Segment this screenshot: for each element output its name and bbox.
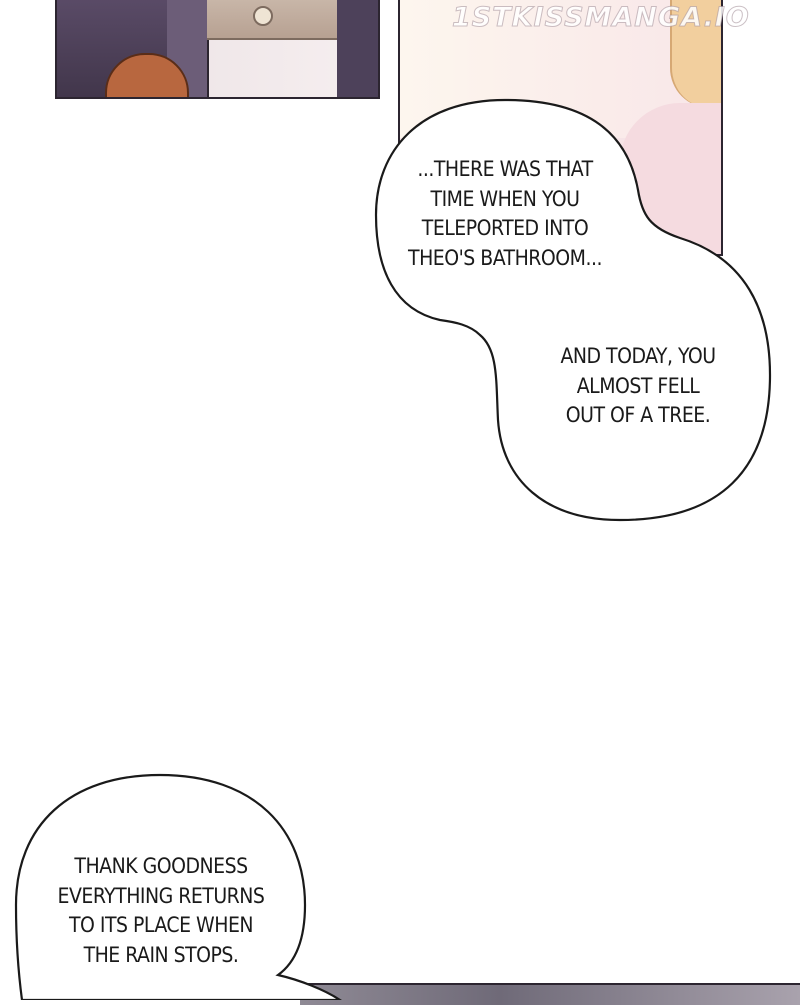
watermark: 1STKISSMANGA.IO: [452, 2, 750, 34]
speech-text-third: THANK GOODNESS EVERYTHING RETURNS TO ITS…: [57, 854, 265, 967]
speech-bubble-upper: [374, 98, 772, 522]
speech-text-first: ...THERE WAS THAT TIME WHEN YOU TELEPORT…: [408, 157, 602, 270]
belt-button: [253, 6, 273, 26]
speech-bubble-lower: [14, 773, 342, 1000]
cape-fold: [337, 0, 378, 97]
top-left-panel: [55, 0, 380, 99]
blonde-hair: [670, 0, 721, 108]
speech-text-second: AND TODAY, YOU ALMOST FELL OUT OF A TREE…: [560, 344, 716, 427]
